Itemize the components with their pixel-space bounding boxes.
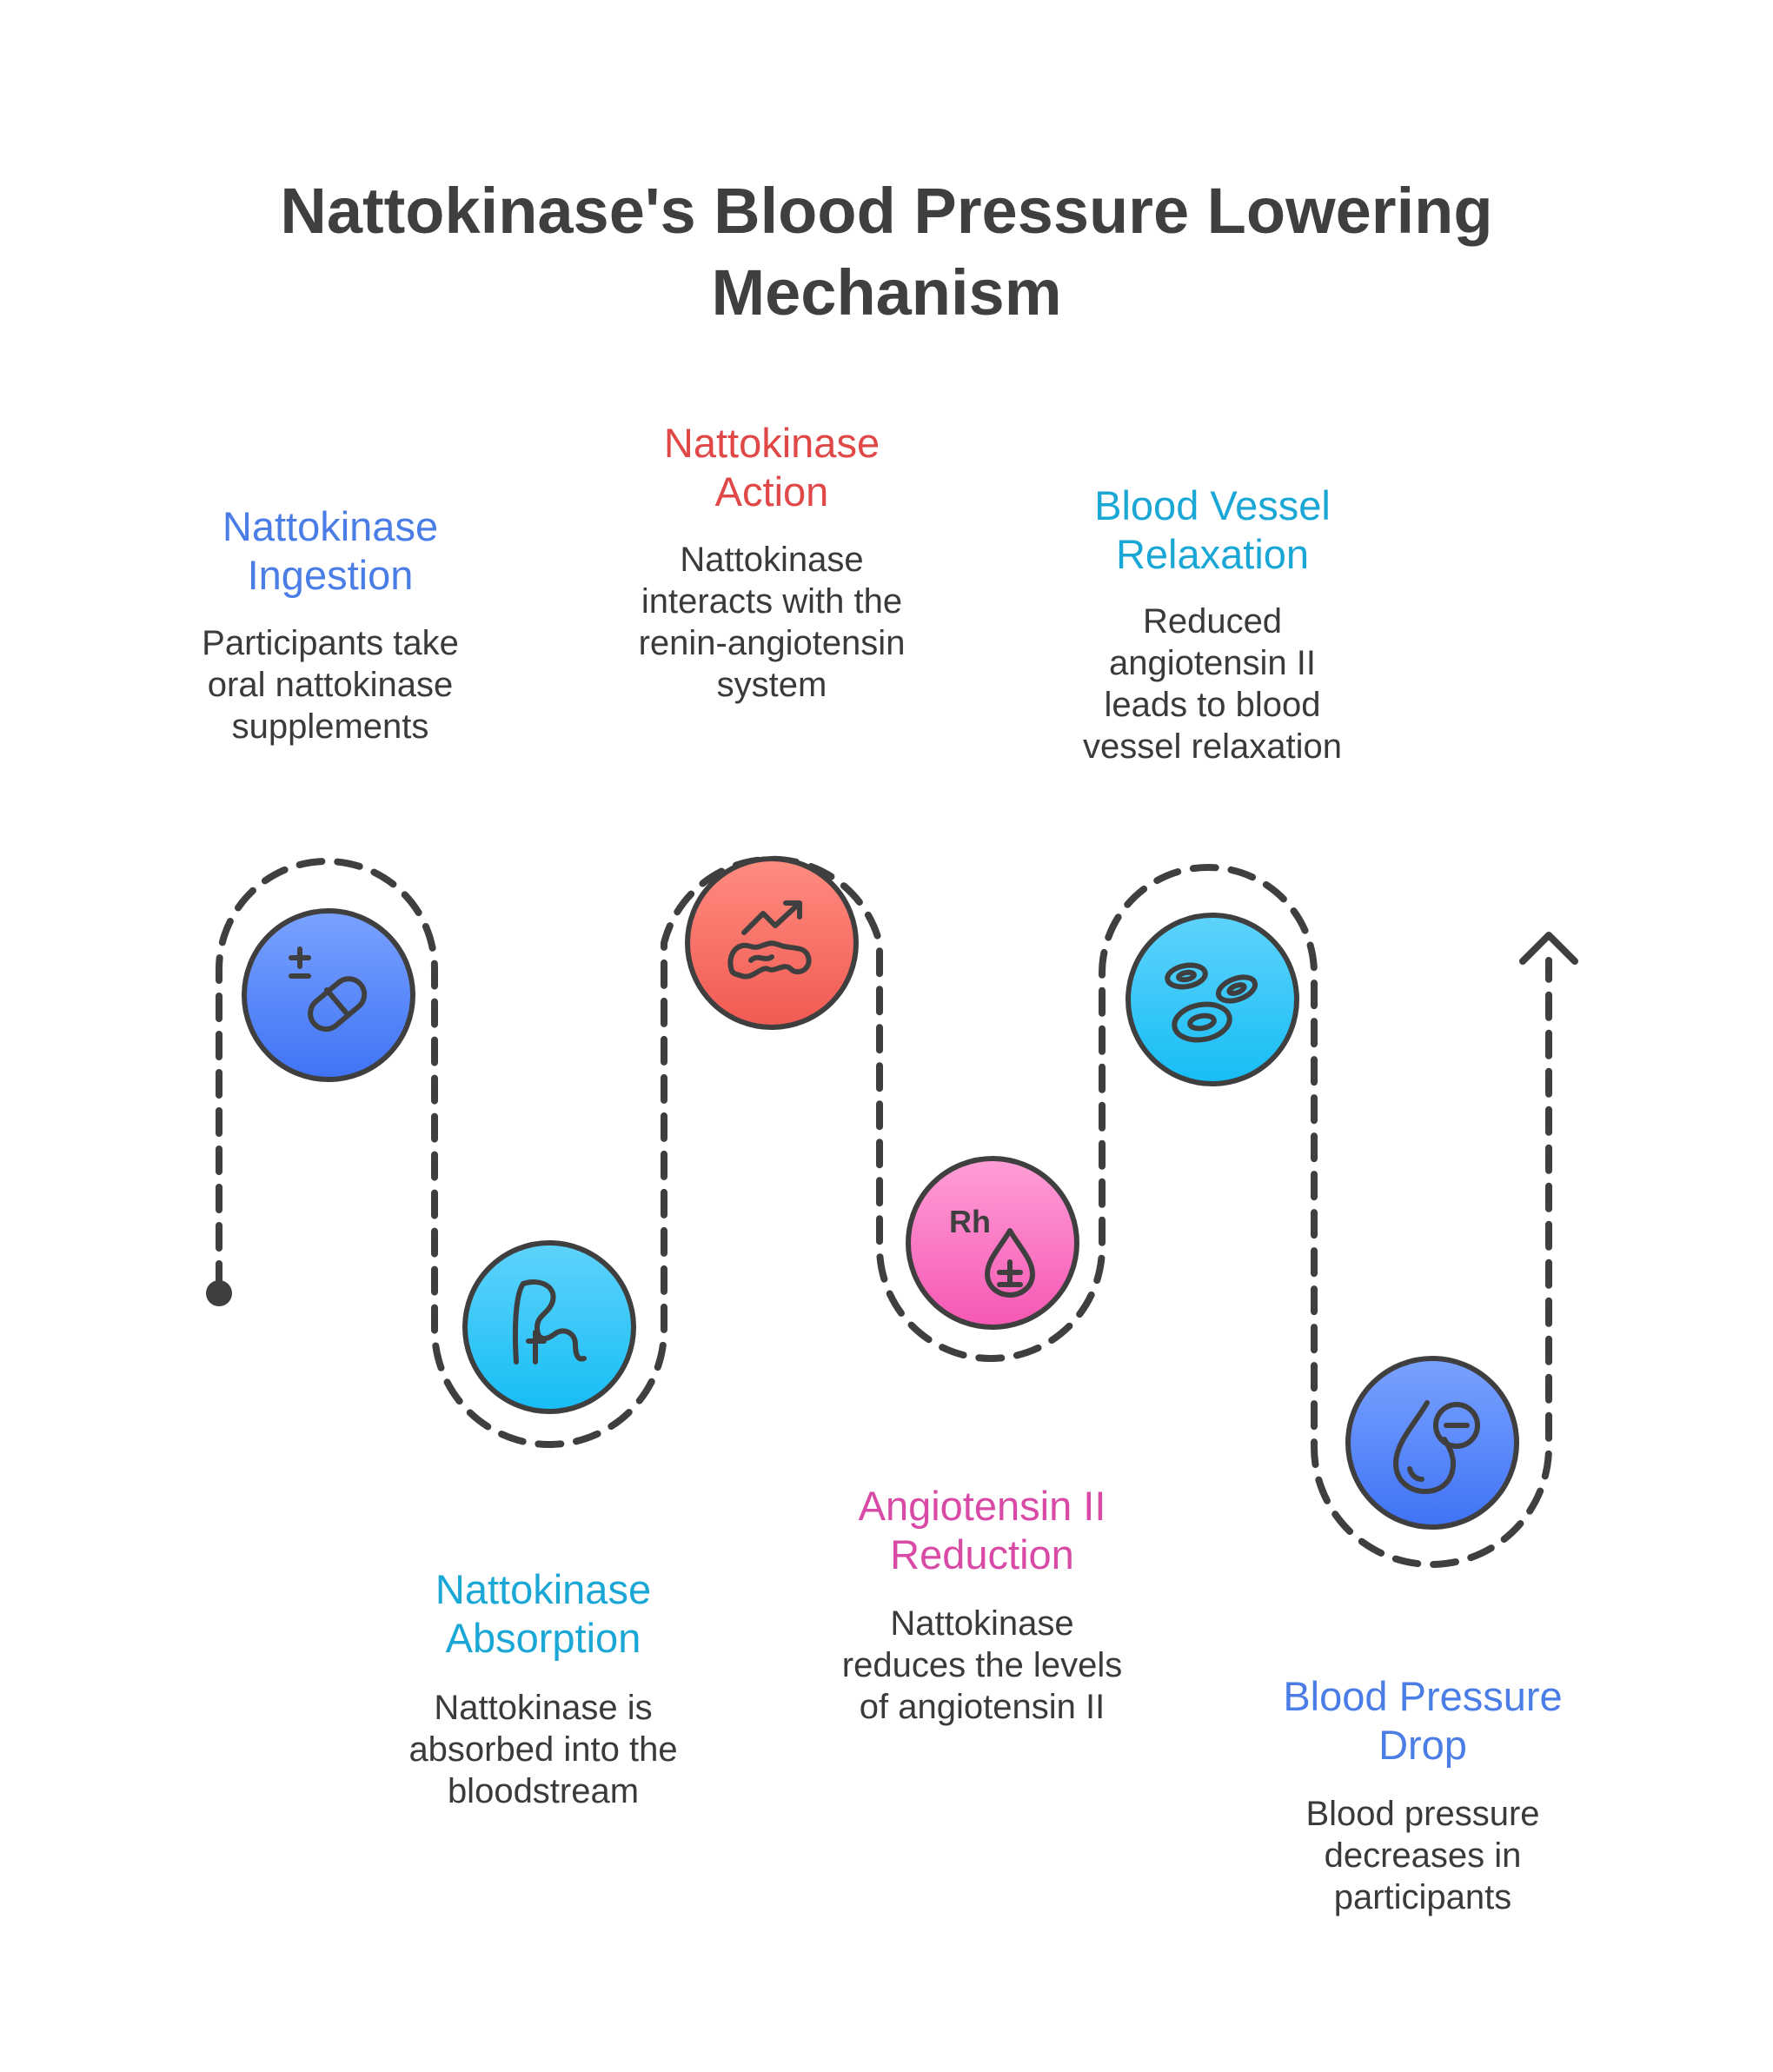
step-2-title-line: Absorption: [446, 1615, 641, 1661]
step-4-desc-line: of angiotensin II: [860, 1688, 1105, 1726]
rh-blood-drop-icon: Rh: [949, 1204, 1035, 1298]
step-2-desc-line: Nattokinase is: [434, 1689, 652, 1727]
step-4-title-line: Angiotensin II: [859, 1483, 1106, 1529]
step-1-desc-line: supplements: [232, 707, 429, 746]
flow-path: [216, 855, 1552, 1568]
step-3-title-line: Nattokinase: [664, 420, 880, 466]
step-1-desc-line: Participants take: [202, 624, 459, 662]
flow-end-arrow-icon: [1519, 932, 1578, 965]
flow-start-dot: [206, 1280, 232, 1306]
growth-organ-icon: [727, 900, 812, 980]
page-title-line-2: Mechanism: [711, 256, 1061, 329]
step-2-desc-line: bloodstream: [448, 1772, 639, 1810]
step-6-title-line: Drop: [1378, 1722, 1467, 1768]
step-1-title-line: Nattokinase: [222, 503, 438, 549]
step-5-title-line: Relaxation: [1116, 531, 1309, 577]
step-3-title-line: Action: [715, 468, 829, 515]
step-4-desc-line: Nattokinase: [890, 1604, 1073, 1643]
step-4-desc-line: reduces the levels: [842, 1646, 1122, 1684]
step-node-4: [906, 1156, 1079, 1330]
step-3-desc-line: system: [717, 666, 827, 704]
step-3-desc-line: renin-angiotensin: [639, 624, 906, 662]
step-1-desc-line: oral nattokinase: [208, 666, 453, 704]
page-title-line-1: Nattokinase's Blood Pressure Lowering: [280, 175, 1492, 247]
step-3-desc-line: Nattokinase: [680, 541, 863, 579]
step-6-desc-line: decreases in: [1325, 1836, 1522, 1875]
blood-cells-icon: [1165, 962, 1258, 1043]
drop-minus-icon: [1393, 1400, 1480, 1494]
step-4-title-line: Reduction: [890, 1531, 1074, 1577]
step-node-2: [462, 1240, 636, 1414]
step-2-title-line: Nattokinase: [435, 1566, 651, 1612]
step-3-desc-line: interacts with the: [641, 582, 902, 621]
step-6-title-line: Blood Pressure: [1283, 1673, 1562, 1719]
step-node-5: [1126, 913, 1299, 1086]
step-6-desc-line: participants: [1334, 1878, 1512, 1916]
step-5-desc-line: vessel relaxation: [1083, 727, 1342, 766]
pill-icon: [289, 946, 368, 1033]
svg-text:Rh: Rh: [949, 1204, 991, 1239]
step-6-desc-line: Blood pressure: [1305, 1795, 1539, 1833]
step-5-desc-line: leads to blood: [1104, 686, 1320, 724]
intestine-icon: [512, 1279, 587, 1365]
step-5-title-line: Blood Vessel: [1094, 482, 1331, 528]
step-5-desc-line: Reduced: [1143, 602, 1282, 641]
step-5-desc-line: angiotensin II: [1109, 644, 1316, 682]
step-2-desc-line: absorbed into the: [408, 1730, 677, 1769]
step-1-title-line: Ingestion: [248, 552, 414, 598]
step-node-6: [1345, 1356, 1519, 1530]
